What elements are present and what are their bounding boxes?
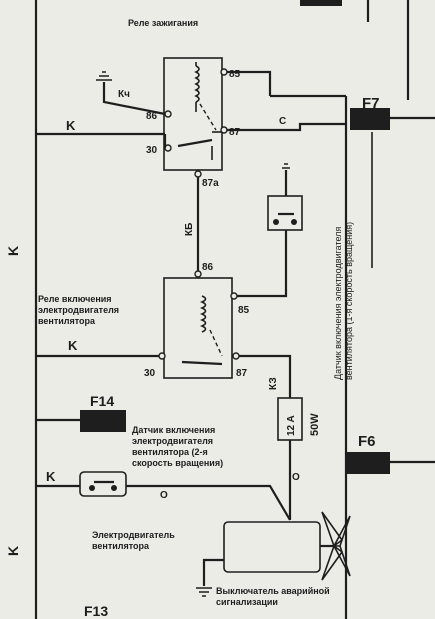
sensor-second-label-3: вентилятора (2-я bbox=[132, 447, 208, 457]
sensor-second-label-4: скорость вращения) bbox=[132, 458, 223, 468]
wire-label-k-left-1: K bbox=[5, 246, 21, 256]
fan-pin-85 bbox=[230, 292, 238, 300]
ignition-relay-title: Реле зажигания bbox=[128, 18, 198, 28]
ignition-pin-85 bbox=[220, 68, 228, 76]
sensor2-contact-b bbox=[111, 485, 117, 491]
fuse-label-f14: F14 bbox=[90, 393, 114, 409]
fan-relay-linkage bbox=[209, 329, 223, 357]
wire-label-k-top: K bbox=[66, 118, 76, 133]
ignition-relay-body bbox=[163, 57, 223, 171]
fuse-label-f6: F6 bbox=[358, 433, 376, 450]
motor-label-2: вентилятора bbox=[92, 541, 150, 551]
wire-85-to-bus bbox=[227, 70, 272, 96]
resistor-power: 50W bbox=[309, 413, 321, 436]
wire-label-c: С bbox=[279, 116, 286, 127]
sensor1-contact-b bbox=[291, 219, 297, 225]
wire-87-kz bbox=[239, 354, 292, 398]
wire-label-o-1: О bbox=[160, 490, 168, 501]
wire-label-k-left-2: K bbox=[5, 546, 21, 556]
wire-label-kz: КЗ bbox=[268, 377, 279, 390]
label-pin-86: 86 bbox=[146, 111, 158, 122]
sensor-second-label-2: электродвигателя bbox=[132, 436, 213, 446]
sensor-first-label-1: Датчик включения электродвигателя bbox=[333, 227, 343, 380]
fan-relay-title-1: Реле включения bbox=[38, 294, 112, 304]
wire-sensor2-to-motor bbox=[126, 484, 291, 521]
fuse-f14 bbox=[80, 410, 126, 432]
ignition-pin-86 bbox=[164, 110, 172, 118]
fan-pin-86 bbox=[194, 270, 202, 278]
wire-label-kb: КБ bbox=[184, 223, 195, 236]
fan-motor bbox=[223, 521, 321, 573]
wire-87-c bbox=[227, 122, 346, 132]
ignition-pin-87a bbox=[194, 170, 202, 178]
fuse-f7 bbox=[350, 108, 390, 130]
ignition-relay-linkage bbox=[199, 103, 217, 131]
label-fan-pin-30: 30 bbox=[144, 368, 156, 379]
label-fan-pin-86: 86 bbox=[202, 262, 214, 273]
ignition-pin-87 bbox=[220, 126, 228, 134]
sensor-first-label-2: вентилятора (1-я скорость вращения) bbox=[344, 222, 354, 380]
fan-relay-body bbox=[163, 277, 233, 379]
fan-blade-icon bbox=[321, 511, 351, 581]
sensor2-contact-a bbox=[89, 485, 95, 491]
fan-relay-title-3: вентилятора bbox=[38, 316, 96, 326]
wire-kch-86 bbox=[102, 82, 166, 116]
fuse-label-f7: F7 bbox=[362, 95, 380, 112]
sensor1-contact-a bbox=[273, 219, 279, 225]
fuse-label-f13: F13 bbox=[84, 603, 108, 619]
ground-icon-kch bbox=[96, 71, 112, 81]
ignition-relay-contact bbox=[177, 138, 213, 148]
resistor-value: 12 A bbox=[286, 415, 297, 436]
fan-relay-coil bbox=[199, 295, 207, 333]
wire-label-k-fan: K bbox=[68, 338, 78, 353]
label-pin-85: 85 bbox=[229, 69, 241, 80]
label-pin-30: 30 bbox=[146, 145, 158, 156]
wire-label-kch: Кч bbox=[118, 89, 130, 100]
wire-sensor1-to-85 bbox=[234, 230, 288, 298]
sensor-second-speed bbox=[79, 471, 127, 497]
ignition-relay-coil bbox=[194, 65, 200, 103]
label-fan-pin-87: 87 bbox=[236, 368, 248, 379]
label-fan-pin-85: 85 bbox=[238, 305, 250, 316]
hazard-label-1: Выключатель аварийной bbox=[216, 586, 330, 596]
fan-relay-title-2: электродвигателя bbox=[38, 305, 119, 315]
hazard-label-2: сигнализации bbox=[216, 597, 278, 607]
fan-relay-contact bbox=[181, 360, 223, 366]
wire-label-o-2: О bbox=[292, 472, 300, 483]
label-pin-87: 87 bbox=[229, 127, 241, 138]
top-fuse-bar bbox=[300, 0, 342, 6]
sensor-second-label-1: Датчик включения bbox=[132, 425, 215, 435]
fan-pin-30 bbox=[158, 352, 166, 360]
wire-motor-ground bbox=[202, 558, 224, 586]
fan-pin-87 bbox=[232, 352, 240, 360]
label-pin-87a: 87a bbox=[202, 178, 219, 189]
ground-icon-sensor1 bbox=[282, 163, 290, 169]
wire-label-k-sensor2: K bbox=[46, 469, 56, 484]
fuse-f6 bbox=[346, 452, 390, 474]
motor-label-1: Электродвигатель bbox=[92, 530, 175, 540]
ground-icon-motor bbox=[196, 587, 212, 597]
